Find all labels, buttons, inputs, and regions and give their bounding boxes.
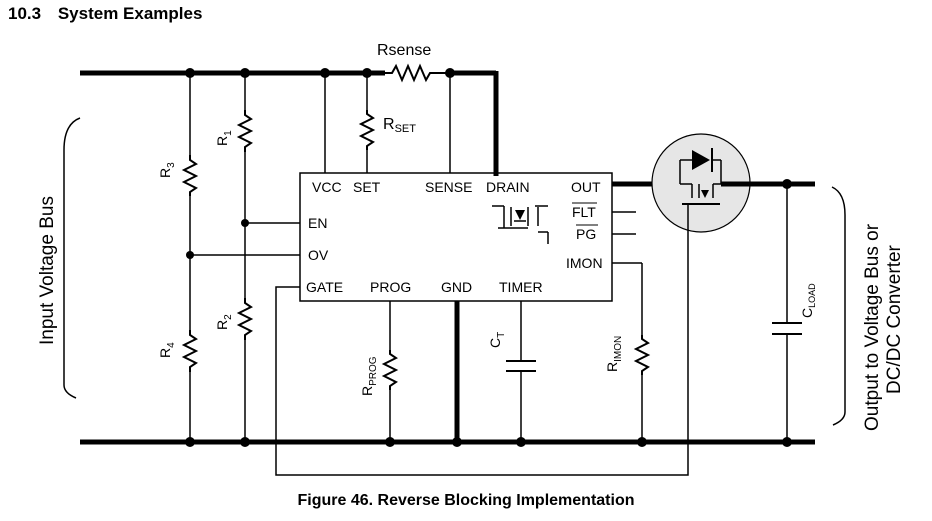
r1-r2-divider (236, 73, 254, 442)
cload-label: CLOAD (799, 283, 817, 318)
pin-ov: OV (308, 247, 329, 263)
pin-en: EN (308, 215, 327, 231)
pin-pg: PG (576, 226, 596, 242)
rset-resistor (358, 73, 376, 173)
input-bus-label: Input Voltage Bus (37, 196, 58, 345)
top-junctions (185, 68, 455, 78)
internal-fet-symbol (492, 205, 549, 244)
pin-prog: PROG (370, 279, 411, 295)
r3-r4-divider (181, 73, 199, 442)
r1-label: R1 (214, 130, 234, 146)
r4-label: R4 (157, 342, 177, 358)
pin-out: OUT (571, 179, 601, 195)
rprog-resistor (381, 301, 399, 442)
section-heading: 10.3 System Examples (8, 4, 202, 24)
rsense-label: Rsense (377, 42, 431, 59)
ct-capacitor (506, 301, 536, 442)
figure-caption: Figure 46. Reverse Blocking Implementati… (297, 492, 635, 509)
output-bus-label-line1: Output to Voltage Bus or (862, 223, 883, 431)
rset-label: RSET (383, 116, 416, 135)
pin-gate: GATE (306, 279, 343, 295)
pin-sense: SENSE (425, 179, 472, 195)
r2-label: R2 (214, 314, 234, 330)
pin-set: SET (353, 179, 381, 195)
section-number: 10.3 (8, 4, 42, 23)
en-junction (241, 219, 249, 227)
output-bus-label-line2: DC/DC Converter (884, 244, 905, 394)
ov-junction (186, 251, 194, 259)
cload-capacitor (772, 184, 802, 442)
pin-timer: TIMER (499, 279, 543, 295)
rsense-resistor: Rsense (377, 42, 450, 83)
section-title: System Examples (57, 4, 203, 23)
pin-imon: IMON (566, 255, 603, 271)
pin-vcc: VCC (312, 179, 342, 195)
bottom-junctions (185, 437, 792, 447)
pin-drain: DRAIN (486, 179, 530, 195)
output-brace (831, 186, 846, 426)
top-bus (80, 70, 499, 176)
gate-wire (275, 210, 689, 476)
rimon-resistor (633, 263, 651, 442)
rprog-label: RPROG (359, 356, 379, 396)
ct-label: CT (487, 332, 507, 348)
external-mosfet (651, 133, 751, 233)
pin-flt: FLT (572, 204, 596, 220)
input-brace (63, 117, 81, 399)
pin-gnd: GND (441, 279, 472, 295)
rimon-label: RIMON (604, 336, 624, 372)
r3-label: R3 (157, 162, 177, 178)
